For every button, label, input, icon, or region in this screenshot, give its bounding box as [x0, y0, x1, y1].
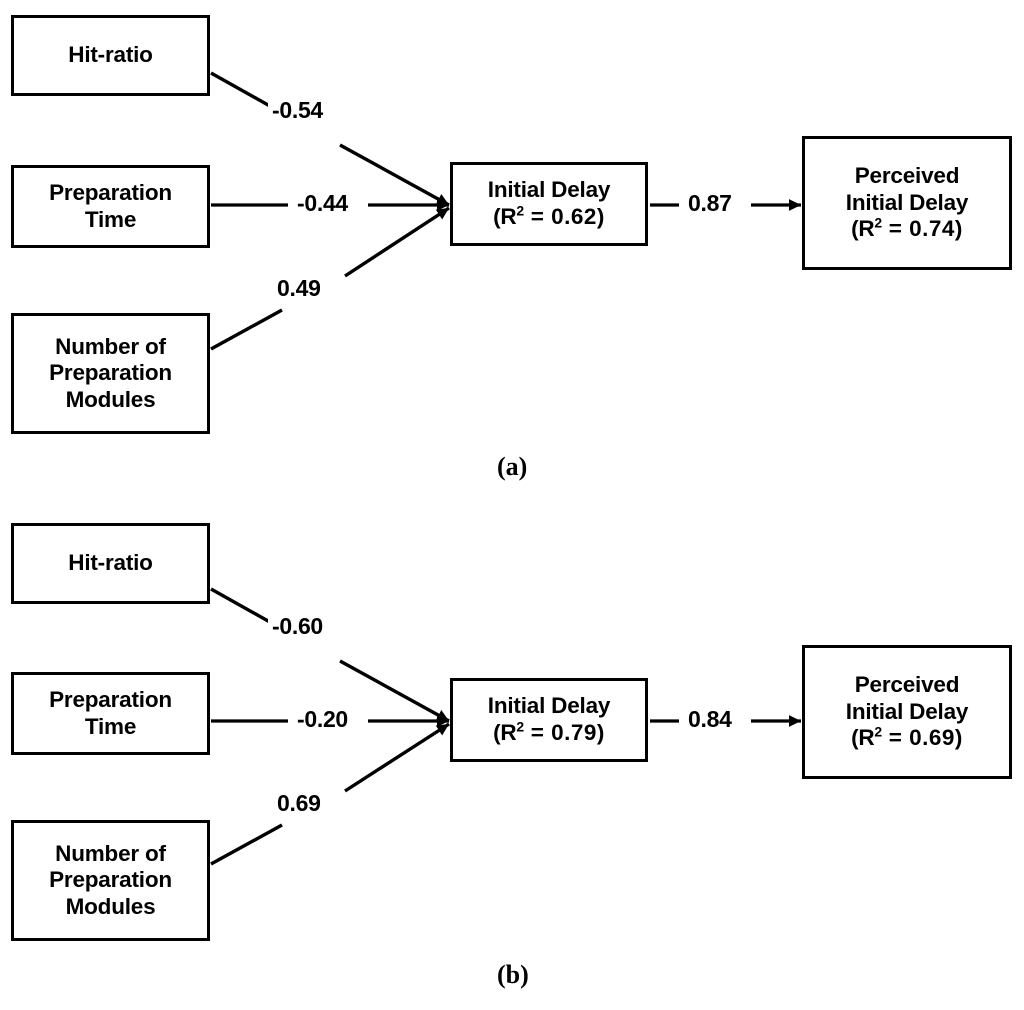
path-diagram-panel-b: Hit-ratio Preparation Time Number of Pre…: [0, 508, 1024, 1008]
node-hit-ratio-label: Hit-ratio: [68, 550, 153, 576]
r2-open: (R: [493, 720, 517, 745]
path-coefficient-initial-delay-to-perceived: 0.87: [684, 192, 736, 215]
node-initial-delay-r2: (R2 = 0.79): [493, 720, 605, 747]
r2-exponent: 2: [516, 202, 524, 219]
node-perceived-line2: Initial Delay: [845, 698, 969, 724]
panel-caption-b: (b): [497, 960, 529, 989]
r2-open: (R: [493, 204, 517, 229]
node-perceived-initial-delay[interactable]: Perceived Initial Delay (R2 = 0.74): [802, 136, 1012, 270]
node-initial-delay[interactable]: Initial Delay (R2 = 0.62): [450, 162, 648, 246]
node-hit-ratio[interactable]: Hit-ratio: [11, 15, 210, 96]
edge-layer-b: [210, 587, 801, 866]
r2-value: = 0.74): [881, 216, 963, 242]
path-coefficient-hit-ratio: -0.54: [268, 99, 327, 122]
edge-hit-ratio-to-initial-delay-tail: [339, 143, 450, 207]
node-perceived-initial-delay[interactable]: Perceived Initial Delay (R2 = 0.69): [802, 645, 1012, 779]
edge-hit-ratio-to-initial-delay: [210, 587, 278, 628]
node-perceived-line1: Perceived: [854, 672, 960, 698]
node-preparation-time[interactable]: Preparation Time: [11, 672, 210, 755]
path-coefficient-preparation-modules: 0.69: [273, 792, 325, 815]
edge-preparation-modules-to-initial-delay: [210, 823, 283, 866]
node-preparation-modules[interactable]: Number of Preparation Modules: [11, 313, 210, 434]
panel-caption-a: (a): [497, 452, 528, 481]
r2-value: = 0.62): [523, 204, 605, 229]
node-preparation-modules-line3: Modules: [65, 386, 156, 412]
r2-open: (R: [851, 216, 875, 242]
node-preparation-modules-line3: Modules: [65, 893, 156, 919]
node-perceived-line2: Initial Delay: [845, 189, 969, 215]
r2-exponent: 2: [874, 214, 882, 231]
node-initial-delay-r2: (R2 = 0.62): [493, 204, 605, 231]
node-preparation-modules[interactable]: Number of Preparation Modules: [11, 820, 210, 941]
edge-layer-a: [210, 71, 801, 351]
node-preparation-time-line1: Preparation: [49, 179, 172, 205]
node-preparation-modules-line2: Preparation: [49, 360, 172, 386]
node-hit-ratio-label: Hit-ratio: [68, 42, 153, 68]
edge-preparation-modules-to-initial-delay: [210, 308, 283, 351]
node-preparation-time-line1: Preparation: [49, 686, 172, 712]
node-preparation-time-line2: Time: [84, 206, 137, 232]
node-preparation-modules-line1: Number of: [55, 333, 166, 359]
path-coefficient-preparation-time: -0.20: [293, 708, 352, 731]
path-coefficient-preparation-modules: 0.49: [273, 277, 325, 300]
node-preparation-time-line2: Time: [84, 713, 137, 739]
node-perceived-r2: (R2 = 0.69): [851, 725, 963, 752]
edge-preparation-modules-to-initial-delay-tail: [344, 206, 450, 278]
path-diagram-panel-a: Hit-ratio Preparation Time Number of Pre…: [0, 0, 1024, 500]
edge-hit-ratio-to-initial-delay: [210, 71, 278, 112]
path-coefficient-initial-delay-to-perceived: 0.84: [684, 708, 736, 731]
node-preparation-modules-line1: Number of: [55, 840, 166, 866]
edge-preparation-modules-to-initial-delay-tail: [344, 722, 450, 793]
node-perceived-r2: (R2 = 0.74): [851, 216, 963, 243]
r2-exponent: 2: [874, 723, 882, 740]
node-initial-delay-label: Initial Delay: [487, 693, 611, 719]
path-coefficient-hit-ratio: -0.60: [268, 615, 327, 638]
node-preparation-time[interactable]: Preparation Time: [11, 165, 210, 248]
node-perceived-line1: Perceived: [854, 163, 960, 189]
node-preparation-modules-line2: Preparation: [49, 867, 172, 893]
r2-open: (R: [851, 725, 875, 751]
edge-hit-ratio-to-initial-delay-tail: [339, 659, 450, 723]
r2-exponent: 2: [516, 718, 524, 735]
r2-value: = 0.69): [881, 725, 963, 751]
node-initial-delay-label: Initial Delay: [487, 177, 611, 203]
node-initial-delay[interactable]: Initial Delay (R2 = 0.79): [450, 678, 648, 762]
r2-value: = 0.79): [523, 720, 605, 745]
path-coefficient-preparation-time: -0.44: [293, 192, 352, 215]
node-hit-ratio[interactable]: Hit-ratio: [11, 523, 210, 604]
